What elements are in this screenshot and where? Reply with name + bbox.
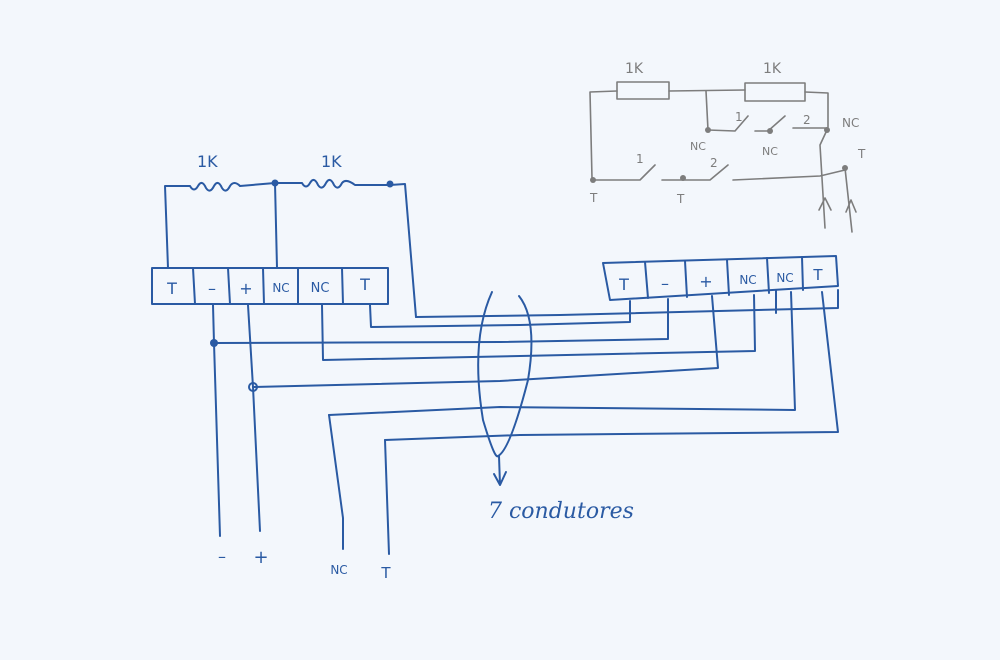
lead-t bbox=[384, 439, 390, 555]
inset-switch-label: 1 bbox=[735, 110, 743, 124]
wire-minus bbox=[212, 298, 669, 344]
inset-node bbox=[767, 128, 773, 134]
resistor-label-1: 1K bbox=[197, 152, 218, 171]
cable-label: 7 condutores bbox=[488, 499, 634, 524]
junction-dot bbox=[386, 180, 394, 188]
inset-switch-label: 2 bbox=[710, 156, 718, 170]
wire-left-t2-right-t bbox=[369, 300, 631, 328]
resistor-label-2: 1K bbox=[321, 152, 342, 171]
left-terminal-frame bbox=[151, 267, 389, 305]
right-terminal-t-2: T bbox=[812, 266, 823, 284]
lead-plus bbox=[252, 386, 261, 532]
lead-nc bbox=[328, 414, 344, 550]
bundle-arrow bbox=[493, 455, 507, 486]
inset-node-label: NC bbox=[842, 116, 859, 130]
junction-dot bbox=[271, 179, 279, 187]
left-terminal-minus: – bbox=[208, 279, 216, 298]
left-terminal-t-2: T bbox=[359, 275, 370, 294]
wire-nc bbox=[321, 294, 756, 361]
output-leads: – + NC T bbox=[213, 342, 391, 582]
inset-node-label: T bbox=[589, 191, 598, 205]
inset-node bbox=[590, 177, 596, 183]
right-terminal-nc-2: NC bbox=[776, 271, 793, 285]
inset-wire-top bbox=[589, 89, 829, 179]
left-terminal-plus: + bbox=[239, 279, 252, 298]
inset-resistor-1 bbox=[616, 81, 670, 100]
inset-node-label: T bbox=[676, 192, 685, 206]
cable-bundle: 7 condutores bbox=[477, 291, 634, 524]
cable-wires bbox=[210, 289, 839, 441]
left-terminal-nc-1: NC bbox=[272, 281, 289, 295]
left-terminal-nc-2: NC bbox=[311, 281, 330, 296]
inset-leads bbox=[819, 129, 853, 233]
output-label-minus: – bbox=[218, 547, 226, 566]
inset-node-label: NC bbox=[690, 140, 706, 153]
right-terminal-t: T bbox=[618, 275, 629, 294]
inset-arrows bbox=[818, 197, 857, 213]
right-terminal-dividers bbox=[644, 256, 804, 299]
resistor-2 bbox=[274, 179, 417, 318]
inset-node bbox=[705, 127, 711, 133]
inset-node-label: NC bbox=[762, 145, 778, 158]
output-label-plus: + bbox=[253, 547, 268, 568]
output-label-nc: NC bbox=[330, 563, 347, 577]
right-terminal-plus: + bbox=[699, 272, 712, 291]
right-terminal-nc-1: NC bbox=[739, 273, 756, 287]
inset-node-label: T bbox=[857, 147, 866, 161]
lead-minus bbox=[213, 342, 221, 537]
wire-plus bbox=[247, 295, 719, 388]
resistor-1 bbox=[164, 182, 276, 269]
wire-nc-2 bbox=[328, 291, 796, 416]
right-terminal-block: T – + NC NC T bbox=[602, 255, 839, 301]
inset-schematic: 1K 1K 1 2 1 2 NC NC NC T T T bbox=[589, 61, 866, 233]
inset-switch-label: 2 bbox=[803, 113, 811, 127]
right-terminal-frame bbox=[602, 255, 839, 301]
inset-switch-label: 1 bbox=[636, 152, 644, 166]
resistor-junction-wire bbox=[274, 182, 278, 269]
left-resistor-network: 1K 1K bbox=[164, 152, 417, 318]
inset-node bbox=[680, 175, 686, 181]
right-terminal-minus: – bbox=[661, 274, 669, 293]
wire-t-out bbox=[384, 291, 839, 441]
inset-resistor-label-2: 1K bbox=[763, 61, 782, 77]
left-terminal-dividers bbox=[192, 267, 344, 305]
left-terminal-block: T – + NC NC T bbox=[151, 267, 389, 305]
wire-left-t-right-t bbox=[415, 289, 839, 318]
inset-resistor-2 bbox=[744, 82, 806, 102]
inset-t-chain bbox=[591, 164, 846, 181]
inset-resistor-label-1: 1K bbox=[625, 61, 644, 77]
output-label-t: T bbox=[380, 564, 391, 582]
left-terminal-t: T bbox=[166, 279, 177, 298]
